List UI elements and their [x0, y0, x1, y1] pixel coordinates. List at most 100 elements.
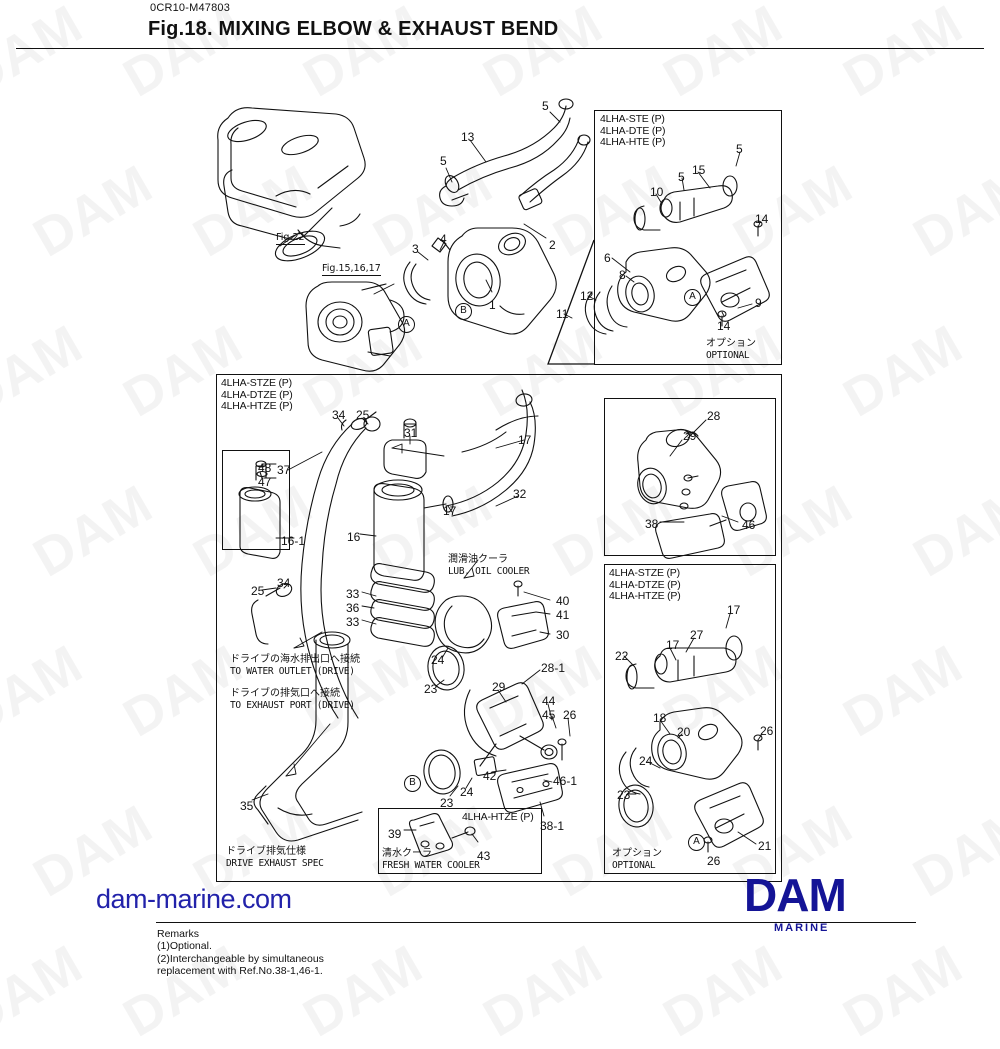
callout-letter-b[interactable]: B — [404, 775, 421, 792]
callout-letter-a[interactable]: A — [684, 289, 701, 306]
callout-letter-a[interactable]: A — [398, 316, 415, 333]
callout-25[interactable]: 25 — [251, 584, 265, 598]
callout-26[interactable]: 26 — [563, 708, 577, 722]
callout-46-1[interactable]: 46-1 — [553, 774, 578, 788]
callout-8[interactable]: 8 — [619, 268, 626, 282]
callout-17[interactable]: 17 — [443, 504, 457, 518]
footer-divider — [156, 922, 916, 923]
note-en: TO EXHAUST PORT (DRIVE) — [230, 699, 355, 711]
callout-10[interactable]: 10 — [650, 185, 664, 199]
callout-13[interactable]: 13 — [461, 130, 475, 144]
callout-25[interactable]: 25 — [356, 408, 370, 422]
watermark: DAM — [833, 633, 973, 750]
panel-inset-16-1 — [222, 450, 290, 550]
model-fresh-water-cooler: 4LHA-HTZE (P) — [462, 811, 534, 824]
remarks-block: Remarks (1)Optional. (2)Interchangeable … — [157, 928, 324, 978]
watermark: DAM — [293, 0, 433, 109]
callout-20[interactable]: 20 — [677, 725, 691, 739]
callout-46[interactable]: 46 — [742, 518, 756, 532]
model-code: 4LHA-STE (P) — [600, 113, 665, 125]
callout-38[interactable]: 38 — [645, 517, 659, 531]
callout-23[interactable]: 23 — [424, 682, 438, 696]
callout-26[interactable]: 26 — [707, 854, 721, 868]
callout-34[interactable]: 34 — [277, 576, 291, 590]
note-jp: 潤滑油クーラ — [448, 554, 508, 565]
watermark: DAM — [0, 633, 93, 750]
model-code: 4LHA-DTE (P) — [600, 124, 666, 137]
callout-26[interactable]: 26 — [760, 724, 774, 738]
callout-6[interactable]: 6 — [604, 251, 611, 265]
callout-14[interactable]: 14 — [755, 212, 769, 226]
callout-5[interactable]: 5 — [542, 99, 549, 113]
callout-2[interactable]: 2 — [549, 238, 556, 252]
callout-40[interactable]: 40 — [556, 594, 570, 608]
callout-5[interactable]: 5 — [736, 142, 743, 156]
callout-42[interactable]: 42 — [483, 769, 497, 783]
callout-1[interactable]: 1 — [489, 298, 496, 312]
callout-9[interactable]: 9 — [755, 296, 762, 310]
callout-30[interactable]: 30 — [556, 628, 570, 642]
watermark: DAM — [473, 0, 613, 109]
watermark: DAM — [0, 313, 93, 430]
fig-ref-22[interactable]: Fig.22 — [276, 232, 305, 245]
fig-ref-15-16-17[interactable]: Fig.15,16,17 — [322, 263, 381, 276]
callout-28-1[interactable]: 28-1 — [541, 661, 566, 675]
callout-29[interactable]: 29 — [492, 680, 506, 694]
callout-24[interactable]: 24 — [460, 785, 474, 799]
callout-44[interactable]: 44 — [542, 694, 556, 708]
callout-4[interactable]: 4 — [440, 232, 447, 246]
callout-letter-a[interactable]: A — [688, 834, 705, 851]
callout-24[interactable]: 24 — [639, 754, 653, 768]
callout-21[interactable]: 21 — [758, 839, 772, 853]
watermark: DAM — [653, 0, 793, 109]
callout-17[interactable]: 17 — [518, 433, 532, 447]
callout-34[interactable]: 34 — [332, 408, 346, 422]
callout-5[interactable]: 5 — [678, 170, 685, 184]
callout-3[interactable]: 3 — [412, 242, 419, 256]
model-code: 4LHA-HTZE (P) — [462, 811, 534, 823]
callout-38-1[interactable]: 38-1 — [540, 819, 565, 833]
site-url[interactable]: dam-marine.com — [96, 884, 292, 914]
callout-33[interactable]: 33 — [346, 587, 360, 601]
callout-11[interactable]: 11 — [556, 307, 569, 321]
callout-17[interactable]: 17 — [666, 638, 680, 652]
callout-17[interactable]: 17 — [727, 603, 741, 617]
callout-41[interactable]: 41 — [556, 608, 570, 622]
callout-45[interactable]: 45 — [542, 708, 556, 722]
callout-22[interactable]: 22 — [615, 649, 629, 663]
panel-bottom-right — [604, 564, 776, 874]
models-main-lower: 4LHA-STZE (P) 4LHA-DTZE (P) 4LHA-HTZE (P… — [221, 377, 293, 413]
model-code: 4LHA-DTZE (P) — [221, 388, 293, 401]
callout-12[interactable]: 12 — [580, 289, 594, 303]
callout-31[interactable]: 31 — [404, 426, 418, 440]
callout-24[interactable]: 24 — [431, 653, 445, 667]
note-fresh-water-cooler: 清水クーラ FRESH WATER COOLER — [382, 848, 480, 871]
callout-43[interactable]: 43 — [477, 849, 491, 863]
callout-14[interactable]: 14 — [717, 319, 731, 333]
callout-23[interactable]: 23 — [440, 796, 454, 810]
callout-18[interactable]: 18 — [653, 711, 667, 725]
model-code: 4LHA-STZE (P) — [221, 377, 292, 389]
callout-15[interactable]: 15 — [692, 163, 706, 177]
callout-33[interactable]: 33 — [346, 615, 360, 629]
callout-23[interactable]: 23 — [617, 788, 631, 802]
callout-16[interactable]: 16 — [347, 530, 361, 544]
callout-letter-b[interactable]: B — [455, 303, 472, 320]
note-jp: ドライブの排気口へ接続 — [230, 688, 340, 699]
watermark: DAM — [903, 473, 1000, 590]
callout-48[interactable]: 48 — [258, 461, 272, 475]
remarks-line: Remarks — [157, 928, 200, 940]
callout-35[interactable]: 35 — [240, 799, 254, 813]
callout-32[interactable]: 32 — [513, 487, 527, 501]
callout-37[interactable]: 37 — [277, 463, 291, 477]
callout-16-1[interactable]: 16-1 — [281, 534, 306, 548]
callout-29[interactable]: 29 — [683, 429, 697, 443]
note-en: TO WATER OUTLET (DRIVE) — [230, 665, 355, 677]
callout-47[interactable]: 47 — [258, 475, 272, 489]
callout-39[interactable]: 39 — [388, 827, 402, 841]
callout-36[interactable]: 36 — [346, 601, 360, 615]
callout-28[interactable]: 28 — [707, 409, 721, 423]
callout-5[interactable]: 5 — [440, 154, 447, 168]
callout-27[interactable]: 27 — [690, 628, 704, 642]
remarks-line: replacement with Ref.No.38-1,46-1. — [157, 965, 323, 978]
